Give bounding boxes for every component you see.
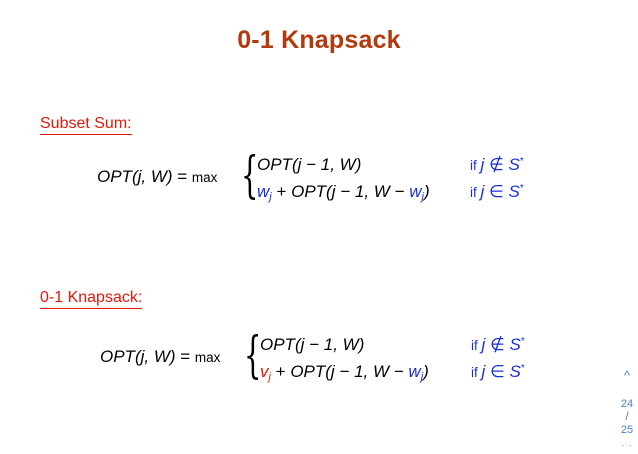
slide-title: 0-1 Knapsack [237,26,401,54]
case-expression: OPT(j − 1, W) [260,335,365,354]
case-in-set: wj + OPT(j − 1, W − wj) [257,182,430,203]
condition-if: if [470,158,481,173]
condition-star: * [520,363,525,374]
knapsack-formula: OPT(j, W) = max { OPT(j − 1, W) if j ∉ S… [100,326,600,392]
condition-if: if [471,338,482,353]
weight-symbol: w [408,362,421,381]
condition-if: if [471,365,482,380]
opt-symbol: OPT [100,347,135,366]
condition-expression: j ∈ S [481,362,521,381]
slide-separator: / [625,409,629,423]
weight-subscript: j [269,191,272,203]
weight-symbol: w [257,182,270,201]
condition-expression: j ∉ S [480,155,520,174]
plus-sign: + [271,182,292,201]
left-brace: { [244,326,262,384]
case-in-set: vj + OPT(j − 1, W − wj) [260,362,429,383]
left-brace: { [241,146,259,204]
condition-in-set: if j ∈ S* [470,182,524,202]
subset-sum-formula: OPT(j, W) = max { OPT(j − 1, W) if j ∉ S… [97,146,597,212]
plus-sign: + [270,362,291,381]
value-subscript: j [268,371,271,383]
condition-not-in-set: if j ∉ S* [470,155,524,175]
weight-symbol: w [409,182,422,201]
value-symbol: v [260,362,269,381]
condition-star: * [519,183,524,194]
opt-symbol: OPT [97,167,132,186]
closing-paren: ) [423,362,429,381]
weight-subscript: j [421,191,424,203]
equals-sign: = [175,347,195,366]
condition-expression: j ∉ S [481,335,521,354]
total-slide-count: 25 [620,424,634,436]
formula-lhs: OPT(j, W) = max [100,347,220,367]
knapsack-heading: 0-1 Knapsack: [40,289,143,309]
condition-expression: j ∈ S [480,182,520,201]
case-not-in-set: OPT(j − 1, W) [260,335,364,355]
current-slide-number: 24 [620,398,634,410]
max-operator: max [191,170,218,185]
opt-args: (j, W) [131,167,173,186]
case-not-in-set: OPT(j − 1, W) [257,155,361,175]
closing-paren: ) [423,182,430,201]
more-options-icon[interactable]: · · [621,440,633,450]
weight-subscript: j [420,371,424,383]
equals-sign: = [172,167,192,186]
condition-if: if [470,185,481,200]
condition-in-set: if j ∈ S* [471,362,525,382]
condition-not-in-set: if j ∉ S* [471,335,525,355]
case-expression: OPT(j − 1, W − [291,182,410,201]
condition-star: * [520,336,525,347]
case-expression: OPT(j − 1, W) [257,155,362,174]
formula-lhs: OPT(j, W) = max [97,167,217,187]
subset-sum-heading: Subset Sum: [40,115,132,135]
opt-args: (j, W) [134,347,176,366]
case-expression: OPT(j − 1, W − [290,362,409,381]
condition-star: * [519,156,524,167]
previous-slide-icon[interactable]: ^ [623,368,631,383]
max-operator: max [194,350,221,365]
